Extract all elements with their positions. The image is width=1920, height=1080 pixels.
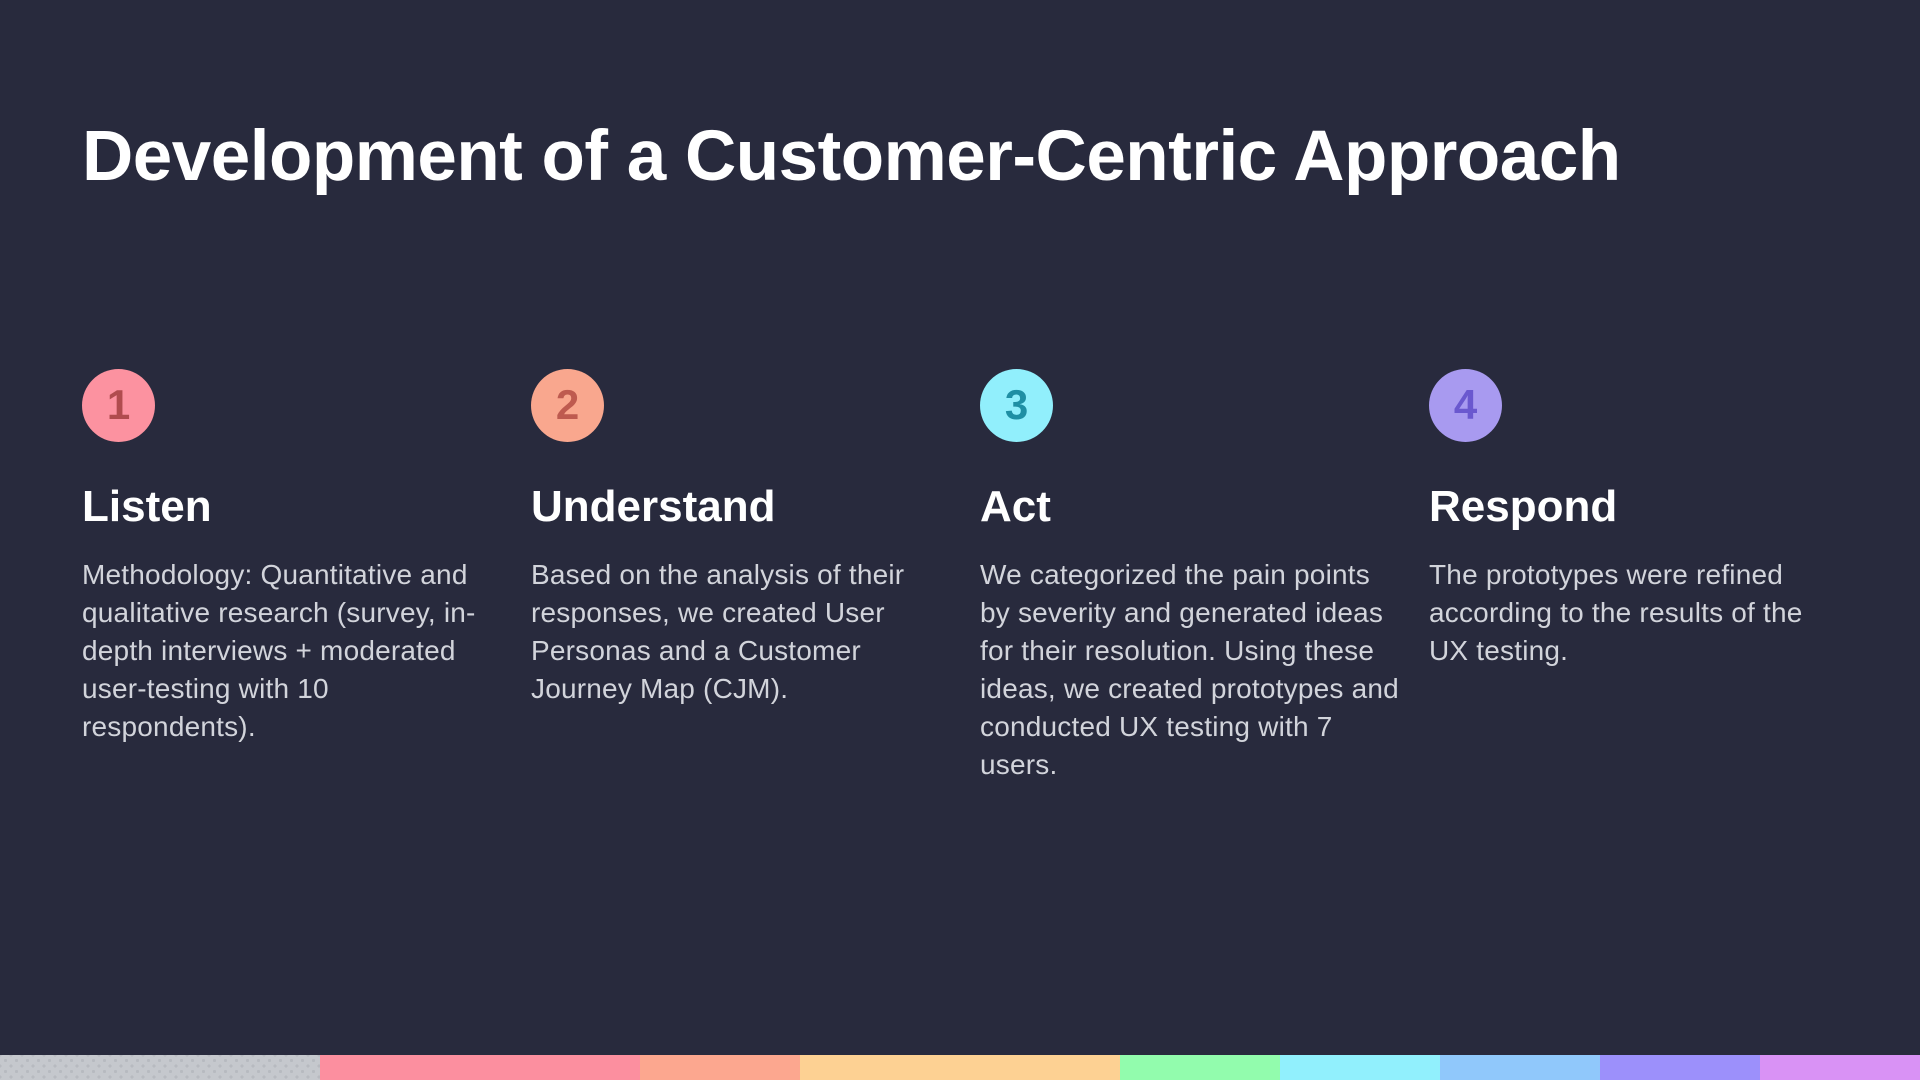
step-column-act: 3 Act We categorized the pain points by …: [980, 369, 1400, 784]
step-number: 1: [106, 380, 131, 428]
footer-color-bar: [0, 1055, 1920, 1080]
step-number: 2: [555, 380, 580, 428]
slide-title: Development of a Customer-Centric Approa…: [82, 117, 1621, 196]
step-description: The prototypes were refined according to…: [1429, 559, 1803, 666]
steps-row: 1 Listen Methodology: Quantitative and q…: [82, 369, 1849, 784]
footer-segment-salmon: [640, 1055, 800, 1080]
footer-segment-green: [1120, 1055, 1280, 1080]
step-title: Respond: [1429, 482, 1618, 531]
footer-segment-cyan: [1280, 1055, 1440, 1080]
step-description: We categorized the pain points by severi…: [980, 559, 1399, 780]
step-number-badge: 3: [980, 369, 1053, 442]
step-column-listen: 1 Listen Methodology: Quantitative and q…: [82, 369, 502, 784]
footer-segment-violet: [1760, 1055, 1920, 1080]
footer-segment-blue: [1440, 1055, 1600, 1080]
footer-segment-gray: [0, 1055, 320, 1080]
step-description: Methodology: Quantitative and qualitativ…: [82, 559, 476, 742]
footer-segment-pink: [320, 1055, 640, 1080]
step-column-understand: 2 Understand Based on the analysis of th…: [531, 369, 951, 784]
footer-segment-purple: [1600, 1055, 1760, 1080]
step-number: 4: [1453, 380, 1478, 428]
step-number-badge: 2: [531, 369, 604, 442]
step-number: 3: [1004, 380, 1029, 428]
step-title: Act: [980, 482, 1051, 531]
footer-segment-orange: [800, 1055, 1120, 1080]
step-title: Understand: [531, 482, 776, 531]
step-description: Based on the analysis of their responses…: [531, 559, 905, 704]
step-number-badge: 1: [82, 369, 155, 442]
step-column-respond: 4 Respond The prototypes were refined ac…: [1429, 369, 1849, 784]
step-title: Listen: [82, 482, 212, 531]
step-number-badge: 4: [1429, 369, 1502, 442]
